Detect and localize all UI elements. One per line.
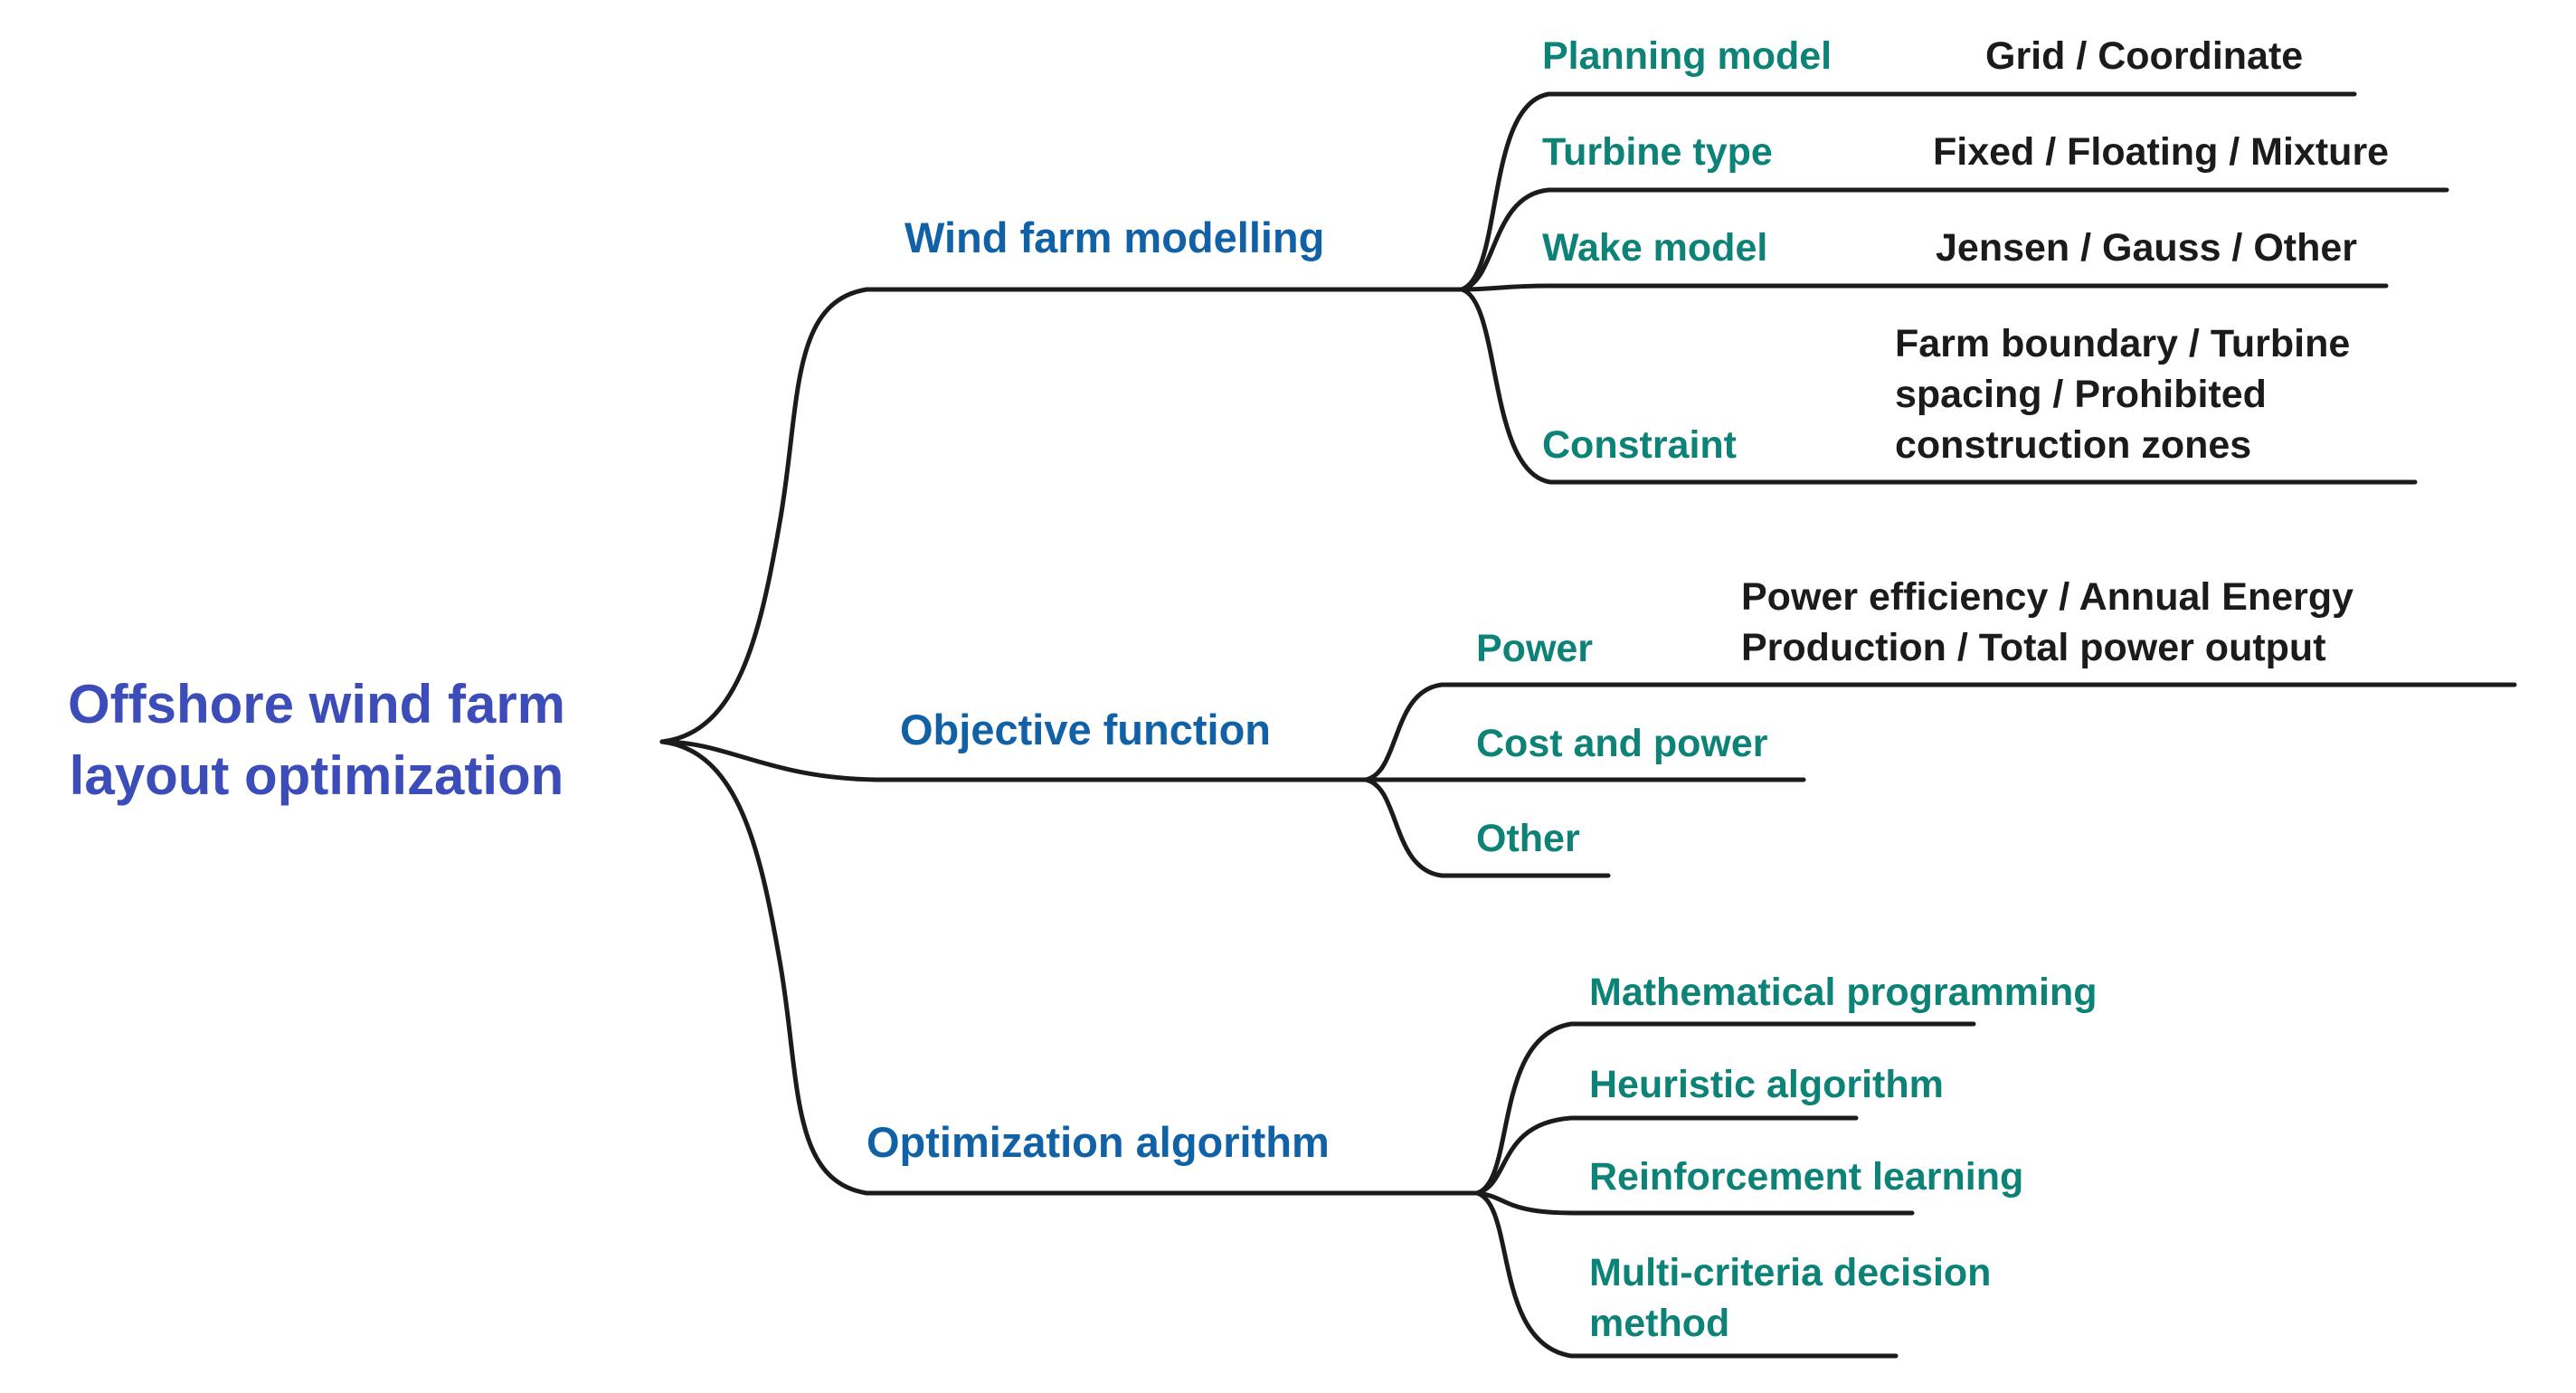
connector-power xyxy=(1363,682,2517,782)
leaf-value-wake-model: Jensen / Gauss / Other xyxy=(1936,226,2357,270)
connector-constraint xyxy=(1459,287,2418,485)
root-node: Offshore wind farm layout optimization xyxy=(68,674,565,806)
root-connectors xyxy=(659,287,1480,1196)
leaf-value-power-line1: Power efficiency / Annual Energy xyxy=(1741,575,2353,619)
leaf-label-heuristic-algorithm: Heuristic algorithm xyxy=(1589,1063,1944,1106)
optimization-algorithm-connectors xyxy=(1474,1021,1976,1359)
connector-reinforcement-learning xyxy=(1474,1190,1915,1216)
objective-function-connectors xyxy=(1363,682,2517,878)
leaf-value-turbine-type: Fixed / Floating / Mixture xyxy=(1933,130,2389,174)
leaf-label-mathematical-programming: Mathematical programming xyxy=(1589,971,2098,1014)
leaf-label-wake-model: Wake model xyxy=(1542,226,1767,270)
leaf-value-planning-model: Grid / Coordinate xyxy=(1985,34,2303,78)
branch-label-objective-function: Objective function xyxy=(900,706,1271,753)
connector-heuristic-algorithm xyxy=(1474,1115,1859,1196)
connector-multi-criteria xyxy=(1474,1190,1899,1359)
leaf-value-constraint-line3: construction zones xyxy=(1895,423,2251,467)
leaf-label-planning-model: Planning model xyxy=(1542,34,1832,78)
leaf-label-multi-criteria-line1: Multi-criteria decision xyxy=(1589,1251,1991,1294)
leaf-value-constraint-line2: spacing / Prohibited xyxy=(1895,373,2267,416)
wind-farm-modelling-connectors xyxy=(1459,91,2449,485)
leaf-label-reinforcement-learning: Reinforcement learning xyxy=(1589,1155,2023,1199)
leaf-label-multi-criteria-line2: method xyxy=(1589,1302,1729,1345)
branch-optimization-algorithm: Optimization algorithm Mathematical prog… xyxy=(867,971,2098,1345)
branch-label-optimization-algorithm: Optimization algorithm xyxy=(867,1118,1330,1166)
connector-mathematical-programming xyxy=(1474,1021,1976,1196)
leaf-label-constraint: Constraint xyxy=(1542,423,1737,467)
leaf-value-power-line2: Production / Total power output xyxy=(1741,626,2326,669)
branch-objective-function: Objective function Power Power efficienc… xyxy=(900,575,2353,860)
connector-other xyxy=(1363,777,1611,878)
connector-planning-model xyxy=(1459,91,2357,292)
root-title-line2: layout optimization xyxy=(70,745,564,806)
leaf-value-constraint-line1: Farm boundary / Turbine xyxy=(1895,322,2350,365)
leaf-label-turbine-type: Turbine type xyxy=(1542,130,1773,174)
leaf-label-cost-and-power: Cost and power xyxy=(1476,722,1768,765)
leaf-label-power: Power xyxy=(1476,627,1593,670)
branch-label-wind-farm-modelling: Wind farm modelling xyxy=(904,213,1324,261)
connector-root-optimization-algorithm xyxy=(659,739,1480,1196)
connector-root-wind-farm-modelling xyxy=(659,287,1464,744)
connector-root-objective-function xyxy=(659,739,1368,782)
leaf-label-other: Other xyxy=(1476,817,1580,860)
connector-wake-model xyxy=(1459,283,2389,292)
root-title-line1: Offshore wind farm xyxy=(68,674,565,734)
connector-turbine-type xyxy=(1459,187,2449,292)
branch-wind-farm-modelling: Wind farm modelling Planning model Grid … xyxy=(904,34,2389,467)
